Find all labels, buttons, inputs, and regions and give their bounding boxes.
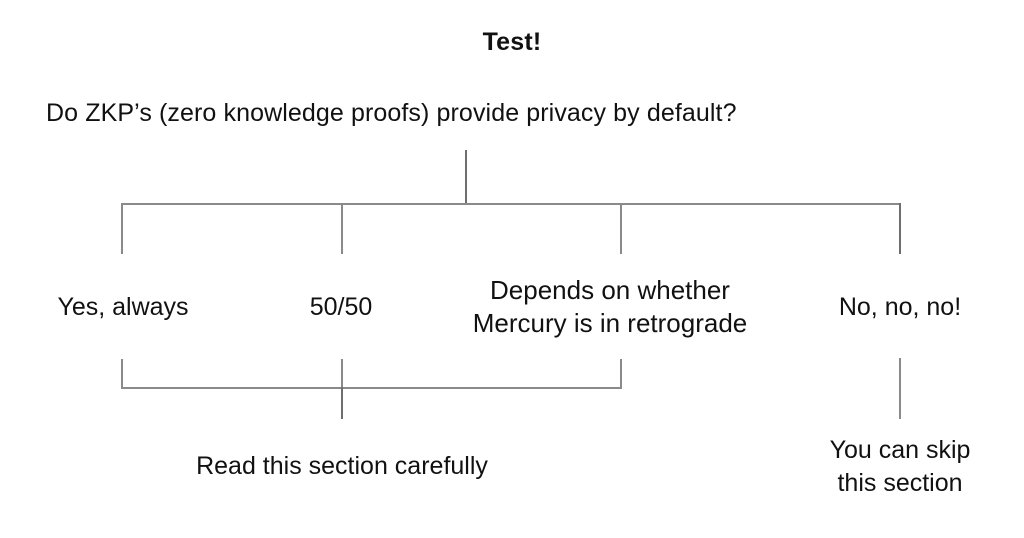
branch-label-no: No, no, no! [838, 293, 962, 321]
connector-merge-leg-fifty-fifty [341, 359, 343, 389]
connector-leg-depends [620, 203, 622, 254]
connector-top-bar [121, 203, 901, 205]
connector-merge-leg-yes [121, 359, 123, 389]
connector-leg-yes [121, 203, 123, 254]
root-question: Do ZKP’s (zero knowledge proofs) provide… [46, 99, 737, 127]
branch-label-yes: Yes, always [57, 293, 189, 321]
connector-root-stem [465, 150, 467, 204]
outcome-label-read: Read this section carefully [196, 452, 488, 480]
page-title: Test! [482, 28, 542, 56]
branch-label-fifty-fifty: 50/50 [309, 293, 373, 321]
branch-label-depends: Depends on whether Mercury is in retrogr… [472, 275, 748, 339]
connector-leg-fifty-fifty [341, 203, 343, 254]
connector-merge-stem [341, 387, 343, 419]
connector-merge-bar [121, 387, 622, 389]
connector-skip-stem [899, 358, 901, 419]
outcome-label-skip: You can skip this section [829, 436, 971, 497]
connector-merge-leg-depends [620, 359, 622, 389]
connector-leg-no [899, 203, 901, 254]
